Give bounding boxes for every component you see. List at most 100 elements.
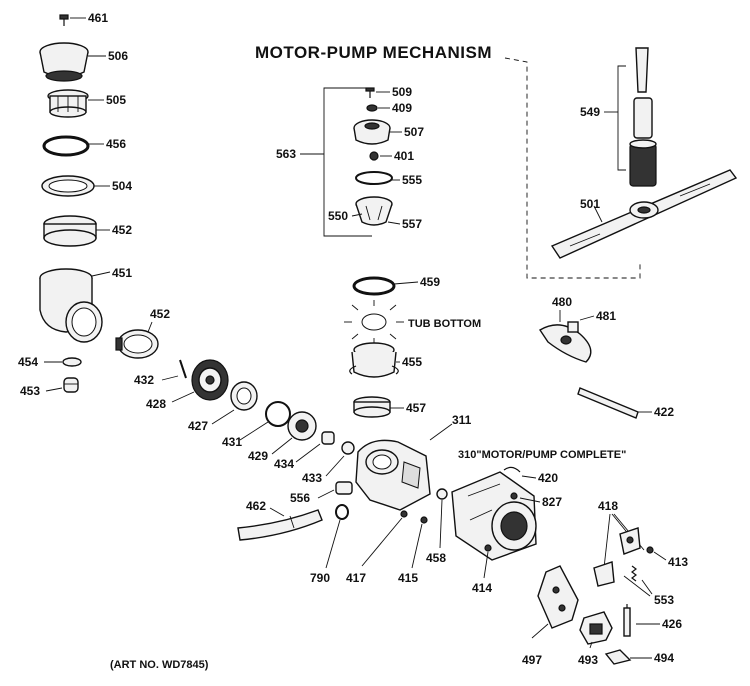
gasket-431-part xyxy=(265,401,291,427)
cup-550-557-part xyxy=(355,196,393,226)
ring-555-part xyxy=(355,171,393,185)
label-452b: 452 xyxy=(150,307,170,321)
leader-427 xyxy=(211,409,235,425)
label-454: 454 xyxy=(18,355,38,369)
leader-556 xyxy=(317,489,335,499)
label-507: 507 xyxy=(404,125,424,139)
label-413: 413 xyxy=(668,555,688,569)
label-415: 415 xyxy=(398,571,418,585)
label-418: 418 xyxy=(598,499,618,513)
label-417: 417 xyxy=(346,571,366,585)
label-556: 556 xyxy=(290,491,310,505)
label-452a: 452 xyxy=(112,223,132,237)
label-434: 434 xyxy=(274,457,294,471)
screw-417-part xyxy=(400,510,408,518)
grommet-458-part xyxy=(436,488,448,500)
label-401: 401 xyxy=(394,149,414,163)
cap-506-part xyxy=(39,42,89,82)
leader-452b xyxy=(147,321,153,333)
clamp-452-part xyxy=(43,215,97,247)
label-563: 563 xyxy=(276,147,296,161)
plug-453-part xyxy=(63,377,79,393)
impeller-428-part xyxy=(191,359,229,401)
leader-553b xyxy=(641,579,653,595)
cap-494-part xyxy=(604,649,632,665)
seal-427-part xyxy=(230,381,258,411)
leader-451 xyxy=(91,271,111,277)
leader-433 xyxy=(325,455,345,477)
ring-459-part xyxy=(352,276,396,296)
label-550: 550 xyxy=(328,209,348,223)
clamp-452b-part xyxy=(115,329,159,359)
label-427: 427 xyxy=(188,419,208,433)
ring-504-part xyxy=(41,175,95,197)
label-494: 494 xyxy=(654,651,674,665)
leader-458 xyxy=(439,499,443,549)
bracket-549 xyxy=(617,65,626,171)
pin-426-part xyxy=(623,604,631,637)
fitting-556-part xyxy=(335,481,353,495)
tower-549-part xyxy=(629,47,657,187)
pin-432-part xyxy=(179,359,187,379)
leader-459 xyxy=(393,281,419,285)
leader-417 xyxy=(361,517,403,567)
label-409: 409 xyxy=(392,101,412,115)
label-426: 426 xyxy=(662,617,682,631)
washer-409-part xyxy=(366,104,378,112)
leader-497 xyxy=(531,623,549,639)
label-555: 555 xyxy=(402,173,422,187)
label-422: 422 xyxy=(654,405,674,419)
strainer-505-part xyxy=(47,89,89,118)
collar-455-part xyxy=(349,342,399,378)
screw-509-part xyxy=(365,87,375,98)
motor-pump-complete-label: 310"MOTOR/PUMP COMPLETE" xyxy=(458,449,626,461)
label-429: 429 xyxy=(248,449,268,463)
label-509: 509 xyxy=(392,85,412,99)
label-311: 311 xyxy=(452,413,472,427)
pump-body-311-part xyxy=(355,439,431,511)
screw-413-part xyxy=(646,546,654,554)
hub-507-part xyxy=(353,119,391,145)
leader-420 xyxy=(521,475,537,479)
label-461: 461 xyxy=(88,11,108,25)
leader-413 xyxy=(653,551,667,561)
motor-part xyxy=(451,471,537,561)
art-number: (ART NO. WD7845) xyxy=(110,659,209,671)
label-497: 497 xyxy=(522,653,542,667)
label-481: 481 xyxy=(596,309,616,323)
label-453: 453 xyxy=(20,384,40,398)
leader-414 xyxy=(483,551,489,579)
label-432: 432 xyxy=(134,373,154,387)
leader-501 xyxy=(593,205,603,223)
label-456: 456 xyxy=(106,137,126,151)
tub-bottom-part xyxy=(344,300,404,344)
clamp-790-part xyxy=(335,504,349,520)
screw-415-part xyxy=(420,516,428,524)
leader-432 xyxy=(161,375,179,381)
spring-553-part xyxy=(631,565,637,582)
ball-401-part xyxy=(369,151,379,161)
leader-429 xyxy=(271,437,293,455)
label-462: 462 xyxy=(246,499,266,513)
clip-481-part xyxy=(567,321,579,333)
washer-433-part xyxy=(341,441,355,455)
label-505: 505 xyxy=(106,93,126,107)
leader-434 xyxy=(295,443,321,463)
housing-451-part xyxy=(39,268,103,343)
leader-493 xyxy=(589,641,593,649)
label-455: 455 xyxy=(402,355,422,369)
label-433: 433 xyxy=(302,471,322,485)
housing-429-part xyxy=(287,411,317,441)
nut-434-part xyxy=(321,431,335,445)
label-827: 827 xyxy=(542,495,562,509)
leader-418a xyxy=(603,513,611,569)
leader-415 xyxy=(411,523,423,569)
spray-arm-501-part xyxy=(550,169,738,259)
label-501: 501 xyxy=(580,197,600,211)
leader-481 xyxy=(579,315,595,321)
label-553: 553 xyxy=(654,593,674,607)
label-451: 451 xyxy=(112,266,132,280)
label-504: 504 xyxy=(112,179,132,193)
label-480: 480 xyxy=(552,295,572,309)
